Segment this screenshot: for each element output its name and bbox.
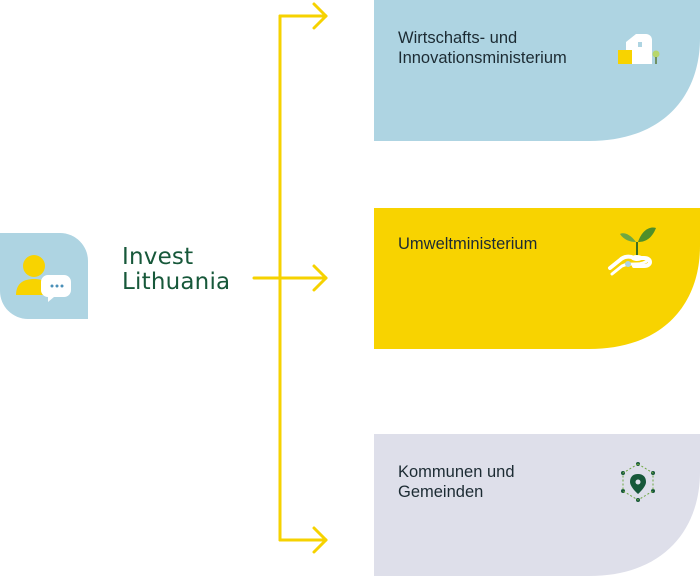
box-municipalities-label: Kommunen und Gemeinden	[398, 462, 515, 502]
box-economy-label-line-2: Innovationsministerium	[398, 49, 567, 67]
box-municipalities	[374, 434, 700, 576]
box-economy-label: Wirtschafts- und Innovationsministerium	[398, 28, 567, 68]
arrowhead-middle	[312, 264, 328, 292]
building-icon	[618, 34, 660, 64]
hand-with-plant-icon	[608, 227, 656, 276]
contact-tile	[0, 233, 88, 319]
invest-lithuania-logo: Invest Lithuania	[122, 245, 230, 295]
box-municipalities-label-line-1: Kommunen und	[398, 463, 515, 481]
person-chat-icon	[16, 255, 71, 302]
box-economy-content: Wirtschafts- und Innovationsministerium	[374, 0, 700, 141]
box-environment-label: Umweltministerium	[398, 234, 537, 254]
arrowhead-bottom	[312, 526, 328, 554]
box-ministry-economy	[374, 0, 700, 141]
brand-line-1: Invest	[122, 244, 194, 270]
box-ministry-environment	[374, 208, 700, 349]
box-environment-content: Umweltministerium	[374, 208, 700, 349]
location-network-icon	[621, 462, 655, 502]
box-economy-label-line-1: Wirtschafts- und	[398, 29, 518, 47]
box-environment-label-line-1: Umweltministerium	[398, 235, 538, 253]
arrowhead-top	[312, 2, 328, 30]
box-municipalities-content: Kommunen und Gemeinden	[374, 434, 700, 576]
box-municipalities-label-line-2: Gemeinden	[398, 483, 484, 501]
brand-line-2: Lithuania	[122, 269, 231, 295]
